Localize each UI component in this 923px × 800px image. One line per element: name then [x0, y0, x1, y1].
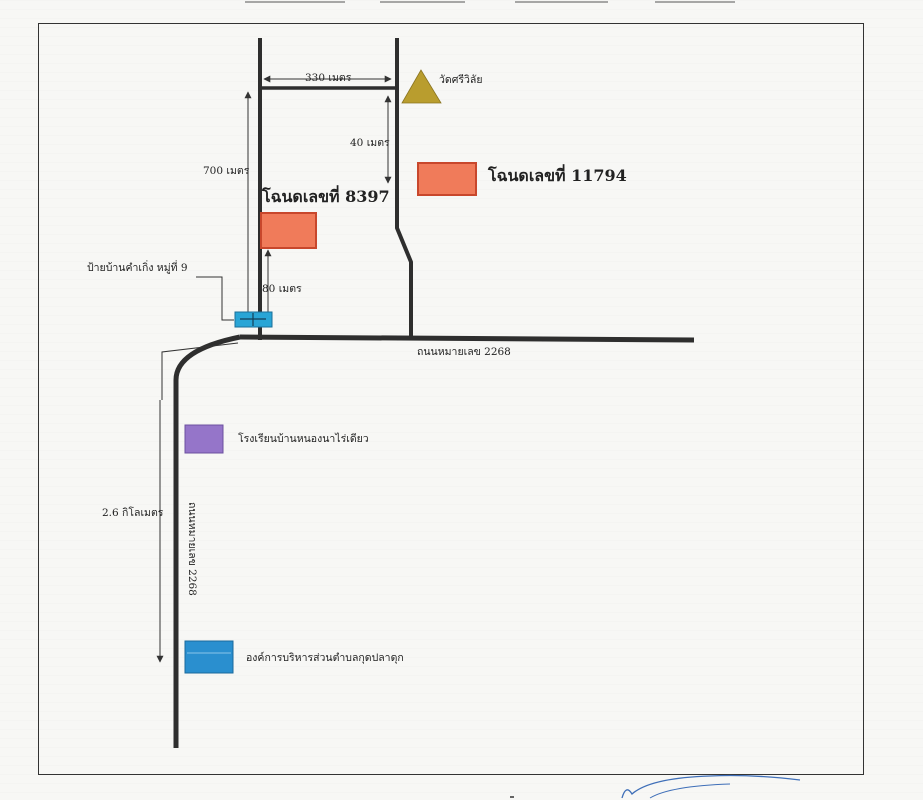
- arrow-2-6km: [161, 342, 239, 400]
- label-temple: วัดศรีวิลัย: [439, 74, 483, 86]
- signature-scribble: [510, 774, 801, 799]
- roads: [173, 38, 695, 748]
- top-form-lines: [245, 1, 735, 3]
- label-330m: 330 เมตร: [305, 72, 352, 84]
- label-road-vertical: ถนนหมายเลข 2268: [186, 502, 198, 596]
- plot-11794-marker: [417, 162, 477, 196]
- label-80m: 80 เมตร: [262, 283, 302, 295]
- label-sao-office: องค์การบริหารส่วนตำบลกุดปลาดุก: [246, 652, 404, 664]
- road-right-branch: [395, 38, 413, 338]
- label-700m: 700 เมตร: [203, 165, 250, 177]
- label-plot-8397: โฉนดเลขที่ 8397: [262, 187, 390, 206]
- temple-triangle-icon: [401, 69, 442, 104]
- office-blue-square-icon: [184, 640, 234, 674]
- plot-8397-marker: [260, 212, 317, 249]
- label-school: โรงเรียนบ้านหนองนาไร่เดียว: [238, 433, 369, 445]
- label-village-sign: ป้ายบ้านคำเกิ่ง หมู่ที่ 9: [87, 262, 188, 274]
- label-plot-11794: โฉนดเลขที่ 11794: [488, 166, 627, 185]
- school-purple-square-icon: [184, 424, 224, 454]
- road-2268-horizontal: [239, 334, 695, 343]
- road-2268-vertical: [173, 334, 241, 748]
- label-40m: 40 เมตร: [350, 137, 390, 149]
- label-road-horizontal: ถนนหมายเลข 2268: [417, 346, 511, 358]
- label-2-6km: 2.6 กิโลเมตร: [102, 507, 164, 519]
- sign-leader-line: [196, 276, 234, 321]
- map-frame: [38, 23, 864, 775]
- village-sign-icon: [234, 311, 273, 328]
